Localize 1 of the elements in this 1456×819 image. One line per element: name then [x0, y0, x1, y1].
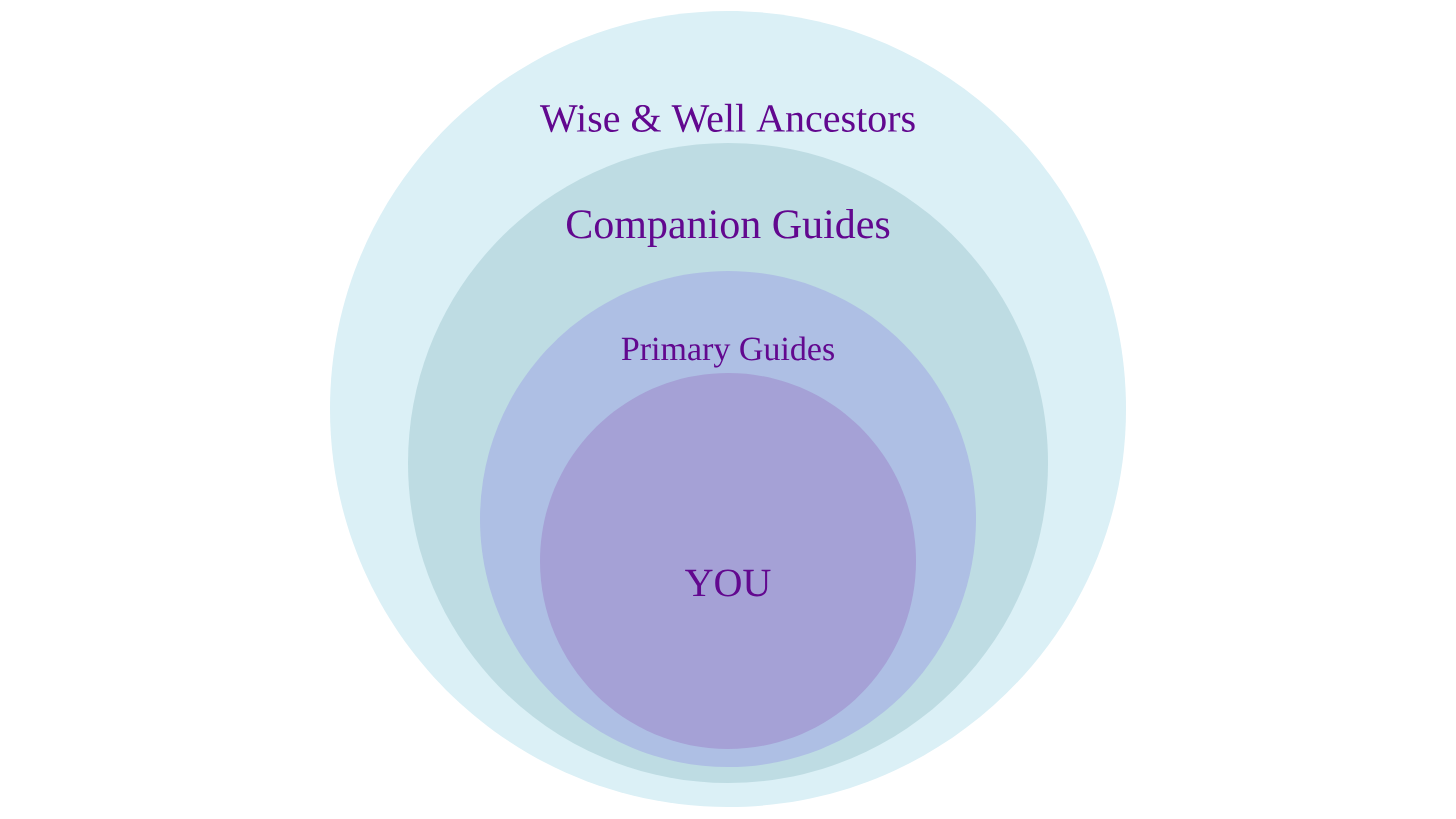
- circle-region: YOU: [540, 373, 916, 749]
